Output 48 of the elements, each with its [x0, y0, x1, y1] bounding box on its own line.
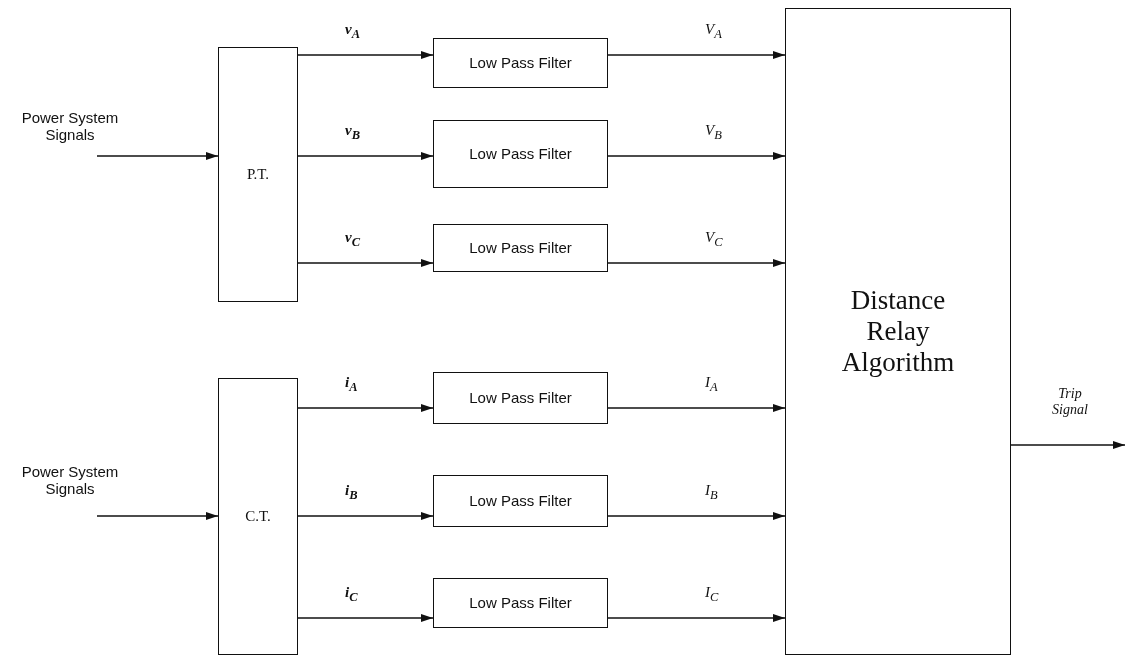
box-label: Low Pass Filter: [469, 594, 572, 612]
signal-label: Power System Signals: [20, 462, 120, 498]
arrow: [96, 152, 219, 160]
transformer-box: [218, 378, 298, 655]
edge-label: I$_{B}$: [705, 482, 718, 503]
box-label: C.T.: [245, 507, 271, 526]
edge-label: i$_{C}$: [345, 584, 358, 605]
algorithm-box: [785, 8, 1011, 655]
signal-label: Power System Signals: [20, 108, 120, 144]
arrow: [607, 51, 786, 59]
box-label: Low Pass Filter: [469, 389, 572, 407]
edge-label: v$_{C}$: [345, 229, 360, 250]
arrow: [297, 404, 434, 412]
edge-label: v$_{A}$: [345, 21, 360, 42]
arrow: [297, 152, 434, 160]
arrow: [297, 614, 434, 622]
filter-box: [433, 120, 608, 188]
arrow: [297, 512, 434, 520]
arrow: [607, 152, 786, 160]
box-label: Low Pass Filter: [469, 239, 572, 257]
arrow: [1010, 441, 1126, 449]
edge-label: v$_{B}$: [345, 122, 360, 143]
arrow: [607, 259, 786, 267]
box-label: Low Pass Filter: [469, 145, 572, 163]
edge-label: I$_{A}$: [705, 374, 718, 395]
filter-box: [433, 38, 608, 88]
box-label: Low Pass Filter: [469, 54, 572, 72]
filter-box: [433, 224, 608, 272]
filter-box: [433, 475, 608, 527]
edge-label: I$_{C}$: [705, 584, 719, 605]
arrow: [607, 614, 786, 622]
edge-label: V$_{A}$: [705, 21, 722, 42]
box-label: Distance Relay Algorithm: [840, 284, 956, 379]
transformer-box: [218, 47, 298, 302]
arrow: [607, 404, 786, 412]
arrow: [607, 512, 786, 520]
arrow: [297, 51, 434, 59]
box-label: P.T.: [246, 165, 270, 184]
arrow: [297, 259, 434, 267]
edge-label: V$_{B}$: [705, 122, 722, 143]
arrow: [96, 512, 219, 520]
edge-label: V$_{C}$: [705, 229, 723, 250]
box-label: Low Pass Filter: [469, 492, 572, 510]
edge-label: i$_{B}$: [345, 482, 358, 503]
filter-box: [433, 578, 608, 628]
edge-label: Trip Signal: [1051, 386, 1089, 418]
filter-box: [433, 372, 608, 424]
edge-label: i$_{A}$: [345, 374, 358, 395]
